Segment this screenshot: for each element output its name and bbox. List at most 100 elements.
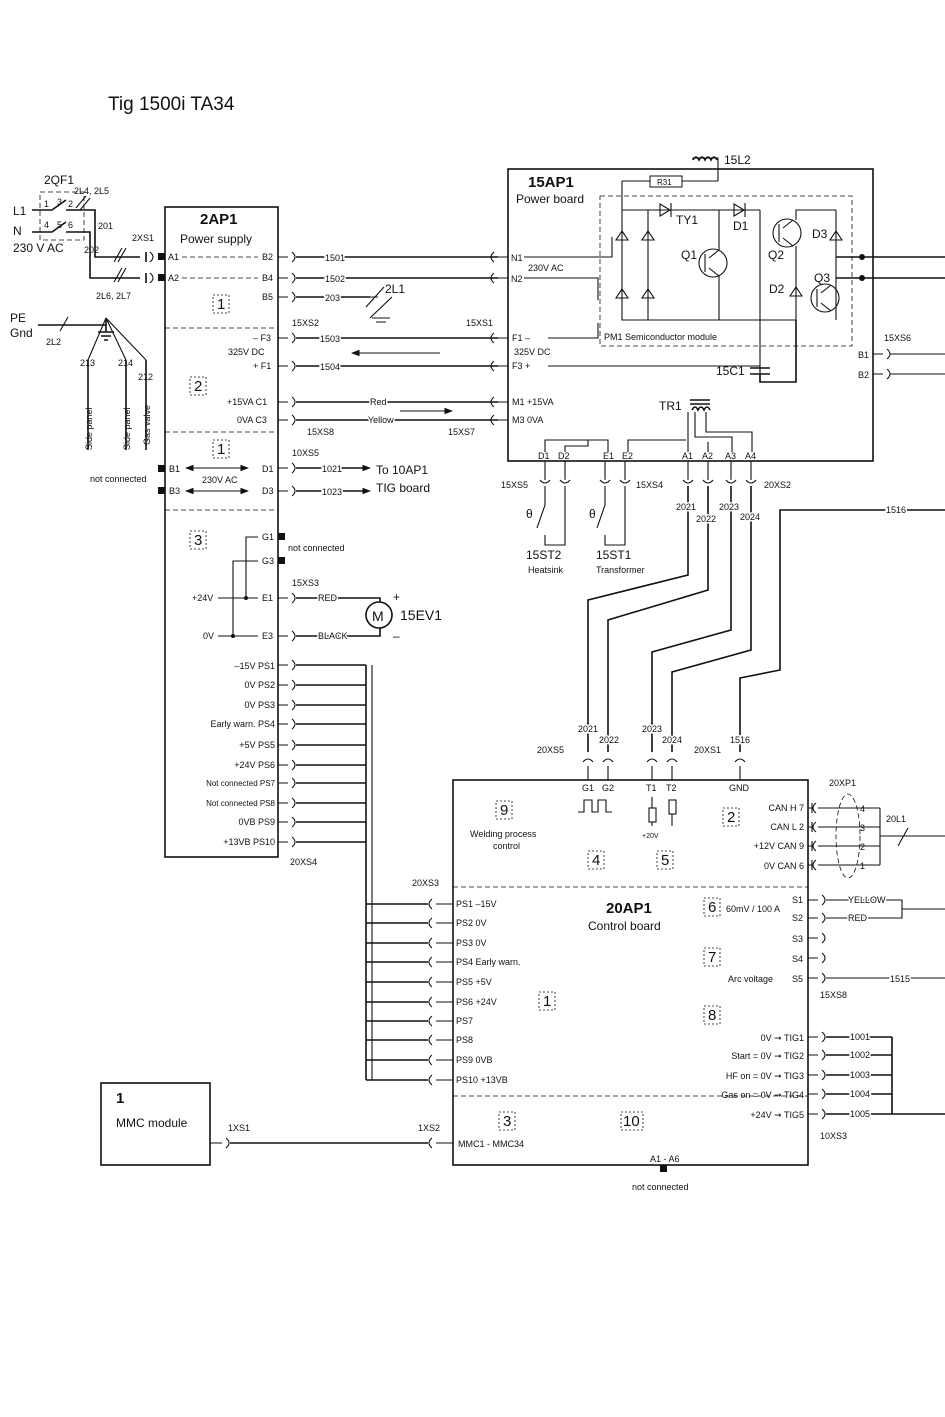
section-number: 10 [623, 1113, 640, 1130]
cb-ps-label: PS10 +13VB [456, 1075, 508, 1085]
motor-plus: + [393, 590, 400, 604]
wire-red-label: Red [370, 397, 387, 407]
wire-1516-label: 1516 [886, 505, 906, 515]
plug-20xs3-label: 20XS3 [412, 878, 439, 888]
pin-b4: B4 [262, 273, 273, 283]
wire-black-motor-label: BLACK [318, 631, 348, 641]
igbt-q2-label: Q2 [768, 248, 784, 262]
fan-motor-symbol [365, 601, 393, 629]
wire-1021-label: 1021 [322, 464, 342, 474]
motor-letter: M [372, 608, 384, 624]
pin-gnd-cb: GND [729, 783, 750, 793]
wire-203-label: 203 [325, 293, 340, 303]
mmc-module: 1 MMC module 1XS1 1XS2 [100, 1082, 453, 1166]
power-board-15ap1: 15AP1 Power board N1 N2 230V AC F1 – 325… [490, 153, 945, 462]
wire-2021-label: 2021 [676, 502, 696, 512]
cb-ps-label: PS9 0VB [456, 1055, 493, 1065]
wire-2023-cb-label: 2023 [642, 724, 662, 734]
wire-2022-label: 2022 [696, 514, 716, 524]
plug-15xs1-label: 15XS1 [466, 318, 493, 328]
pin-g1: G1 [262, 532, 274, 542]
diode-d2-label: D2 [769, 282, 785, 296]
mains-voltage-label: 230 V AC [13, 241, 64, 255]
wire-2l6-label: 2L6, 2L7 [96, 291, 131, 301]
pin-t1-cb: T1 [646, 783, 657, 793]
board-pin: A2 [702, 451, 713, 461]
control-label: control [493, 841, 520, 851]
section-number: 9 [500, 802, 508, 819]
cb-ps-label: PS1 –15V [456, 899, 497, 909]
pin-b2-pb: B2 [858, 370, 869, 380]
wire-1503-label: 1503 [320, 334, 340, 344]
pin-n1: N1 [511, 253, 523, 263]
pin-t2-cb: T2 [666, 783, 677, 793]
section-number: 2 [194, 378, 202, 395]
dest-gas-valve: Gas valve [142, 405, 152, 445]
pin-a1: A1 [168, 252, 179, 262]
mmc-module-number: 1 [116, 1090, 124, 1107]
cb-ps-label: PS5 +5V [456, 977, 492, 987]
not-connected-g-label: not connected [288, 543, 345, 553]
plug-15xs8-cb-label: 15XS8 [820, 990, 847, 1000]
igbt-q3 [810, 283, 840, 313]
capacitor-15c1-label: 15C1 [716, 364, 745, 378]
ps-pin-label: 0VB PS9 [238, 817, 275, 827]
ps-pin-label: +13VB PS10 [223, 837, 275, 847]
fan-15ev1-label: 15EV1 [400, 607, 442, 623]
tig-wire-label: 1005 [850, 1109, 870, 1119]
breaker-label: 2QF1 [44, 173, 74, 187]
r31-label: R31 [657, 178, 672, 187]
pin-s3: S3 [792, 934, 803, 944]
shunt-label: 60mV / 100 A [726, 904, 780, 914]
pin-s4: S4 [792, 954, 803, 964]
pin-f3: – F3 [253, 333, 271, 343]
board-pin: A3 [725, 451, 736, 461]
arc-voltage-label: Arc voltage [728, 974, 773, 984]
section-number: 6 [708, 899, 716, 916]
dc-325v-pb-label: 325V DC [514, 347, 551, 357]
pin-g1-cb: G1 [582, 783, 594, 793]
heatsink-label: Heatsink [528, 565, 564, 575]
zero-v-label: 0V [203, 631, 214, 641]
plug-15xs8-label: 15XS8 [307, 427, 334, 437]
section-number: 7 [708, 949, 716, 966]
cb-ps-label: PS6 +24V [456, 997, 497, 1007]
plug-15xs5-label: 15XS5 [501, 480, 528, 490]
ps-pin-label: –15V PS1 [234, 661, 275, 671]
dest-side-panel: Side panel [84, 407, 94, 450]
pin-s2: S2 [792, 913, 803, 923]
can-pin-label: CAN L 2 [770, 822, 804, 832]
ps-right-connectors [278, 251, 296, 848]
plug-20xs2-label: 20XS2 [764, 480, 791, 490]
plug-15xs3-label: 15XS3 [292, 578, 319, 588]
ac-230v-label: 230V AC [202, 475, 238, 485]
section-number: 4 [592, 852, 600, 869]
diode-d1-label: D1 [733, 219, 749, 233]
wire-201-label: 201 [98, 221, 113, 231]
ps-pin-label: Early warn. PS4 [210, 719, 275, 729]
breaker-pin: 6 [68, 220, 73, 230]
mmc-module-name: MMC module [116, 1116, 188, 1130]
pin-m1: M1 +15VA [512, 397, 554, 407]
tig-wire-label: 1001 [850, 1032, 870, 1042]
thermostat-symbol: θ [526, 507, 533, 521]
pin-c3: 0VA C3 [237, 415, 267, 425]
wire-2l4-label: 2L4, 2L5 [74, 186, 109, 196]
can-wire-2: 2 [860, 842, 865, 852]
pin-f3-pb: F3 + [512, 361, 530, 371]
to-10ap1-label: To 10AP1 [376, 463, 428, 477]
plug-15xs4-label: 15XS4 [636, 480, 663, 490]
wire-yellow-cb-label: YELLOW [848, 895, 886, 905]
pin-c1: +15VA C1 [227, 397, 267, 407]
wire-2024-cb-label: 2024 [662, 735, 682, 745]
plug-10xs3-label: 10XS3 [820, 1131, 847, 1141]
tig-pin-label: +24V ➞ TIG5 [750, 1110, 804, 1120]
tig-wire-label: 1004 [850, 1089, 870, 1099]
tig-wire-label: 1002 [850, 1050, 870, 1060]
tig-board-label: TIG board [376, 481, 430, 495]
pin-e3: E3 [262, 631, 273, 641]
control-board-id: 20AP1 [606, 900, 652, 917]
power-board-name: Power board [516, 192, 584, 206]
diagram-title: Tig 1500i TA34 [108, 94, 235, 115]
mains-input: 2QF1 L1 N 230 V AC 1 2 3 4 5 6 2L4, 2L5 … [13, 173, 154, 301]
